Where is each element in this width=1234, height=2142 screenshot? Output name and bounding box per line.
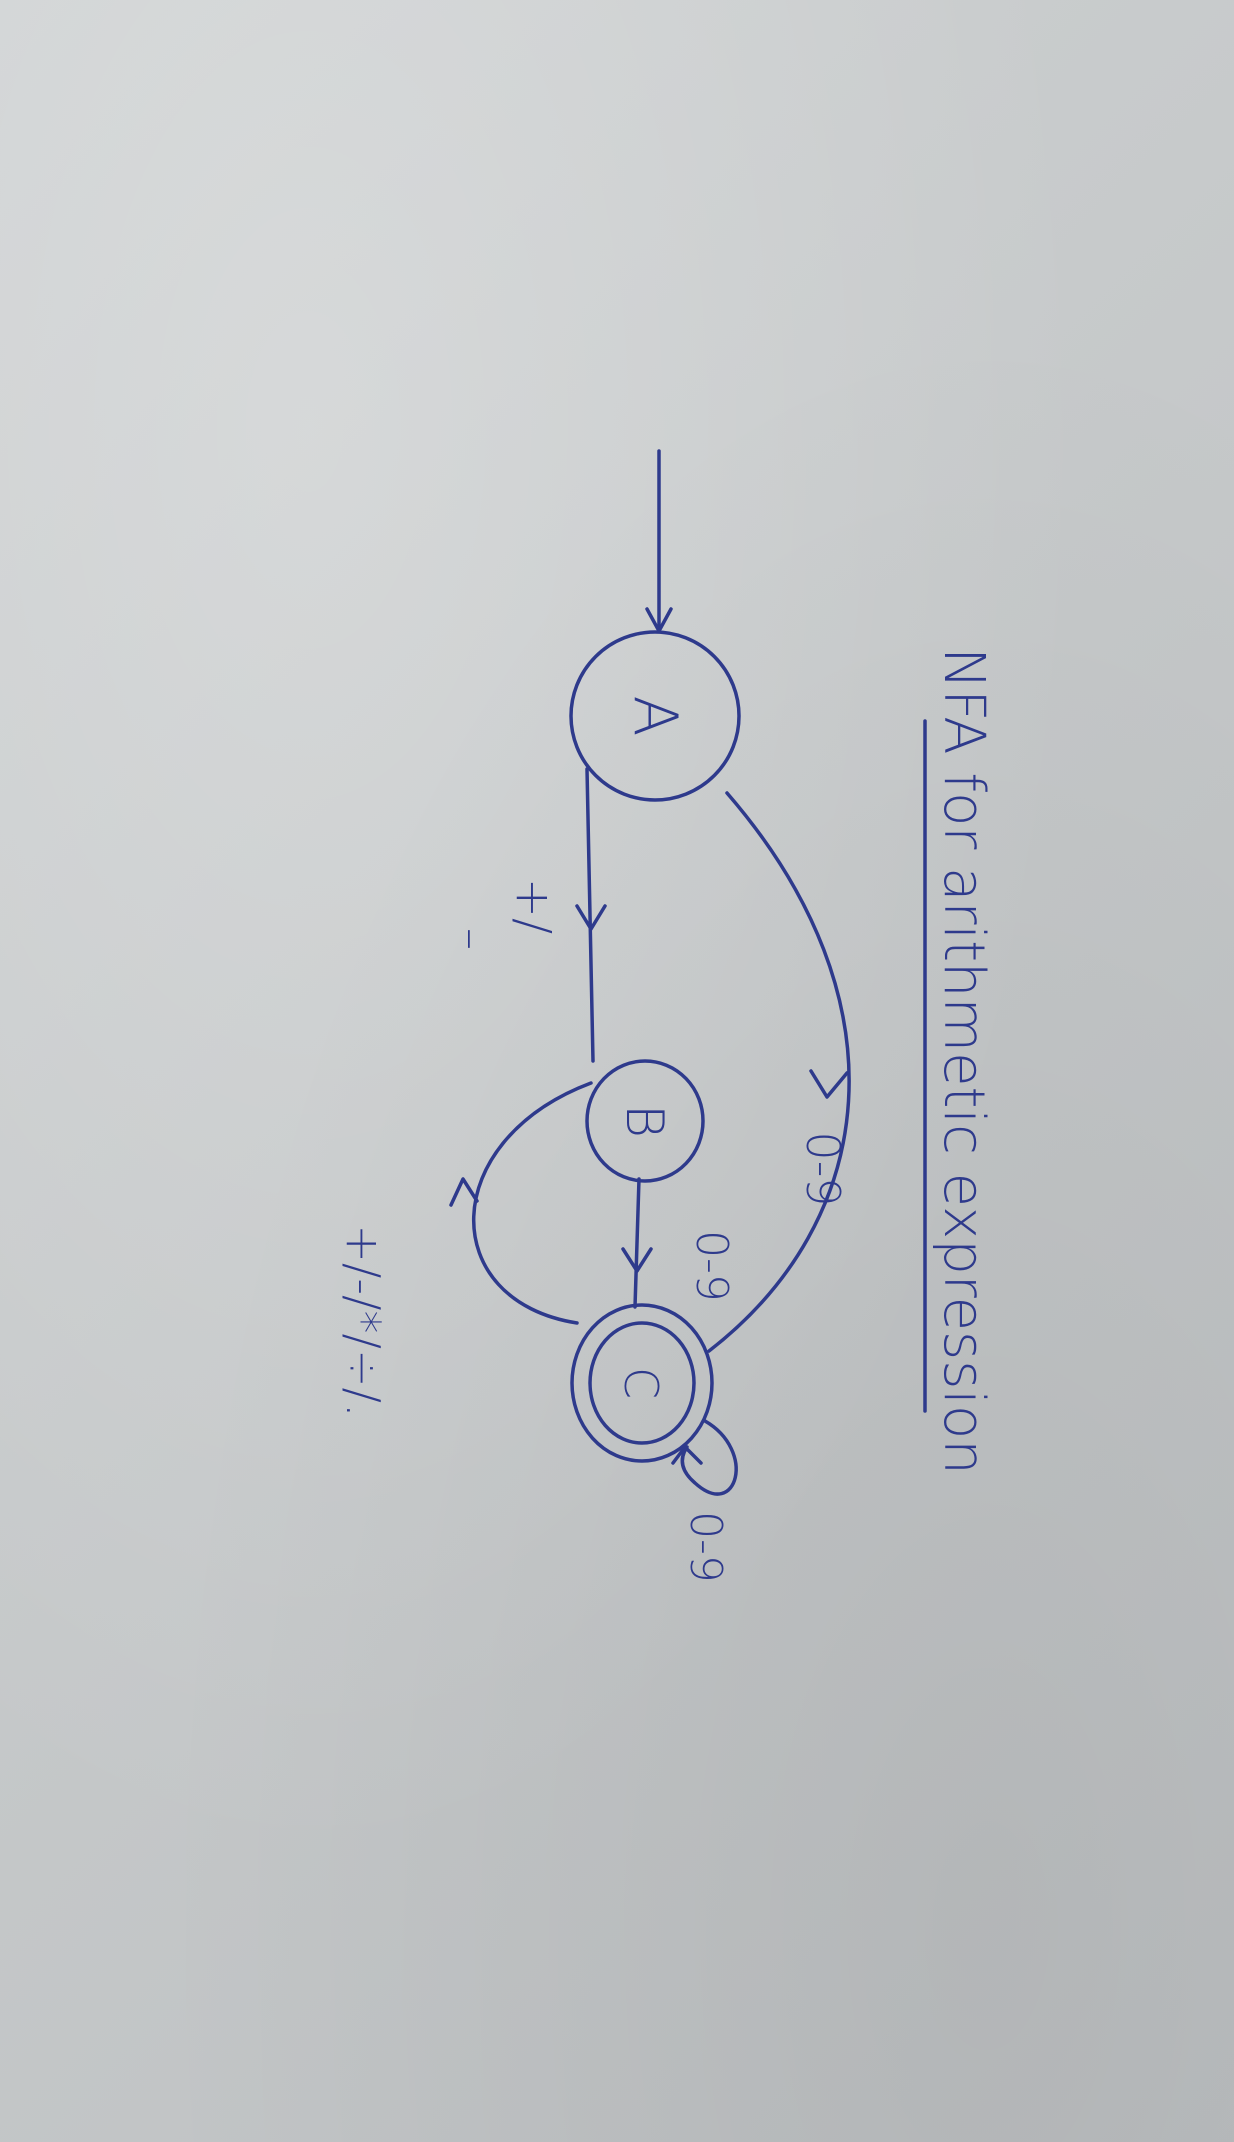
diagram-rotated-container: NFA for arithmetic expression A B C +/ — [237, 361, 997, 1781]
state-b: B — [585, 1059, 705, 1183]
transition-b-to-c: 0-9 — [621, 1177, 737, 1309]
transition-c-self-loop: 0-9 — [671, 1419, 738, 1583]
state-c: C — [570, 1303, 714, 1463]
state-c-outer-circle — [570, 1303, 714, 1463]
transition-c-b-label: +/-/*/÷/. — [336, 1224, 390, 1417]
transition-a-to-b: +/ – — [446, 767, 607, 1063]
transition-a-b-label-line2: – — [446, 928, 497, 950]
state-c-inner-circle — [588, 1321, 696, 1445]
transition-c-to-b: +/-/*/÷/. — [336, 1081, 593, 1418]
transition-b-c-label: 0-9 — [686, 1230, 737, 1302]
state-a: A — [569, 630, 741, 802]
start-arrow — [645, 449, 673, 633]
state-b-label: B — [614, 1104, 674, 1138]
transition-a-to-c: 0-9 — [707, 791, 851, 1353]
state-a-label: A — [620, 695, 690, 736]
transition-a-b-label-line1: +/ — [505, 878, 561, 934]
diagram-title: NFA for arithmetic expression — [931, 647, 996, 1474]
state-c-label: C — [614, 1367, 668, 1399]
state-a-circle — [569, 630, 741, 802]
nfa-diagram: NFA for arithmetic expression A B C +/ — [336, 449, 996, 1583]
transition-a-c-label: 0-9 — [796, 1131, 850, 1206]
state-b-circle — [585, 1059, 705, 1183]
transition-c-c-label: 0-9 — [680, 1511, 731, 1583]
